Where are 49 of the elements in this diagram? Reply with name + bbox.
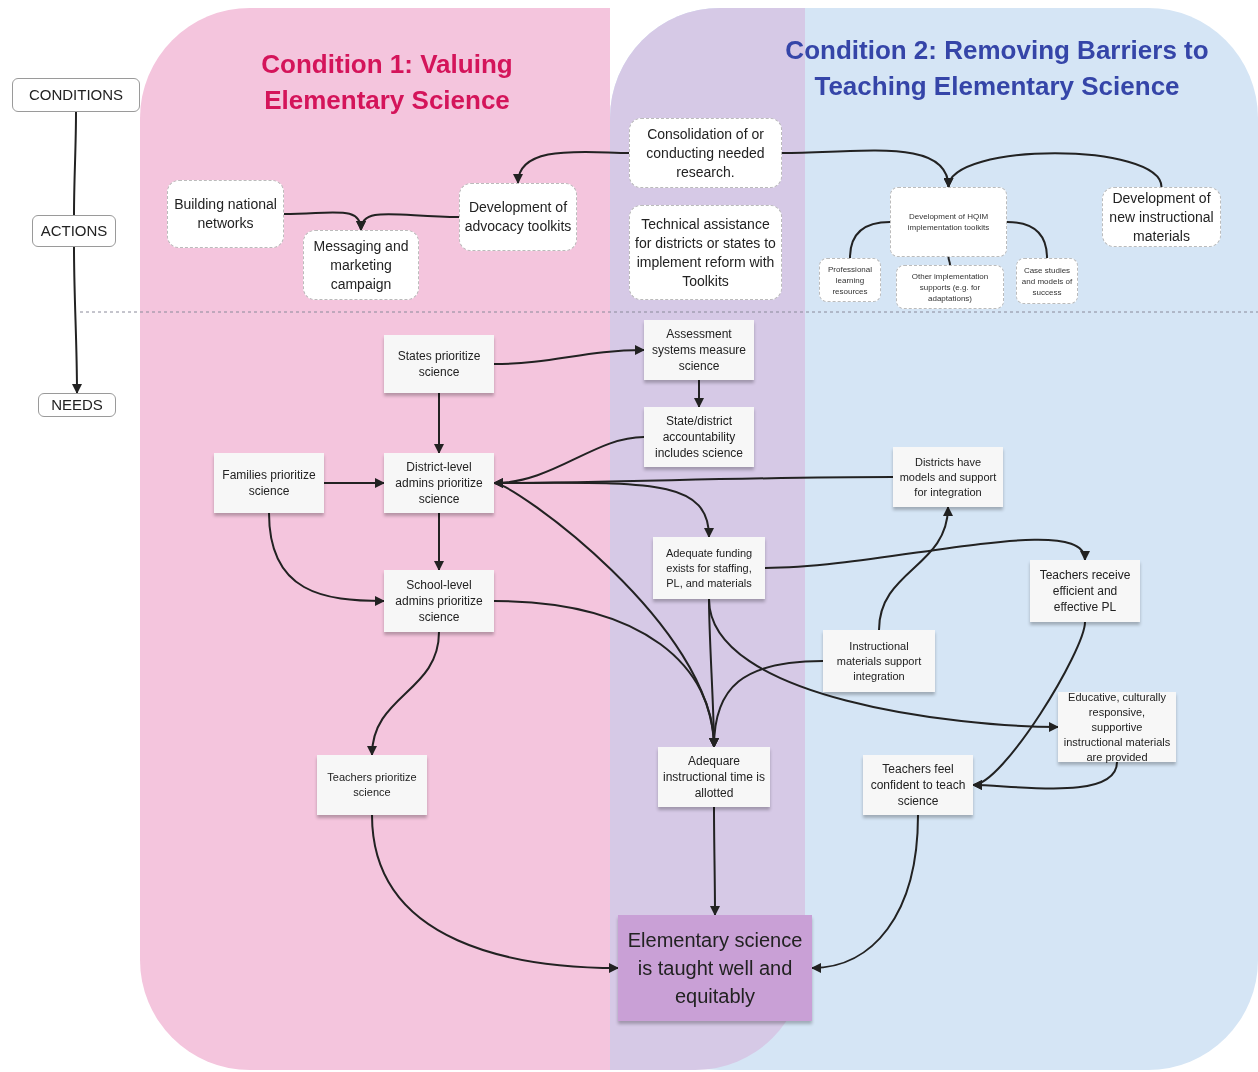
band-title: Condition 1: Valuing Elementary Science <box>260 48 514 117</box>
need-note: Teachers feel confident to teach science <box>863 755 973 815</box>
connector-line <box>947 256 951 266</box>
arrow <box>947 152 1163 188</box>
need-note: School-level admins prioritize science <box>384 570 494 632</box>
stage-label: ACTIONS <box>32 215 116 247</box>
arrow <box>493 476 894 488</box>
condition-band <box>140 8 610 1070</box>
action-box: Professional learning resources <box>819 258 881 302</box>
need-note: Families prioritize science <box>214 453 324 513</box>
arrow <box>71 246 82 394</box>
action-box: Messaging and marketing campaign <box>303 230 419 300</box>
arrow <box>811 814 919 973</box>
connector-line <box>73 111 77 216</box>
action-box: Development of new instructional materials <box>1102 187 1221 247</box>
connector-line <box>849 221 891 259</box>
arrow <box>323 478 385 488</box>
arrow <box>434 512 444 571</box>
arrow <box>878 506 953 631</box>
need-note: District-level admins prioritize science <box>384 453 494 513</box>
arrow <box>357 213 460 231</box>
stage-label: NEEDS <box>38 393 116 417</box>
need-note: Instructional materials support integration <box>823 630 935 692</box>
action-box: Development of advocacy toolkits <box>459 183 577 251</box>
stage-label: CONDITIONS <box>12 78 140 112</box>
arrow <box>434 392 444 454</box>
need-note: Educative, culturally responsive, supportive instructional materials are provided <box>1058 692 1176 762</box>
arrow <box>371 814 619 973</box>
action-box: Other implementation supports (e.g. for adaptations) <box>896 265 1004 309</box>
arrow <box>764 538 1087 569</box>
arrow <box>514 150 630 184</box>
action-box: Development of HQIM implementation toolkits <box>890 187 1007 257</box>
action-box: Building national networks <box>167 180 284 248</box>
connector-line <box>1006 221 1048 259</box>
need-note: Teachers prioritize science <box>317 755 427 815</box>
need-note: States prioritize science <box>384 335 494 393</box>
action-box: Case studies and models of success <box>1016 258 1078 304</box>
arrow <box>710 806 720 916</box>
arrow <box>709 660 824 748</box>
arrow <box>367 631 440 756</box>
band-title: Condition 2: Removing Barriers to Teaching Elementary Science <box>784 34 1210 103</box>
need-note: Districts have models and support for integration <box>893 447 1003 507</box>
condition-band <box>610 8 1258 1070</box>
arrow <box>694 379 704 408</box>
arrow <box>268 512 385 606</box>
arrow <box>972 761 1118 791</box>
arrow <box>493 345 645 365</box>
need-note: Teachers receive efficient and effective PL <box>1030 560 1140 622</box>
arrow <box>708 598 1059 732</box>
